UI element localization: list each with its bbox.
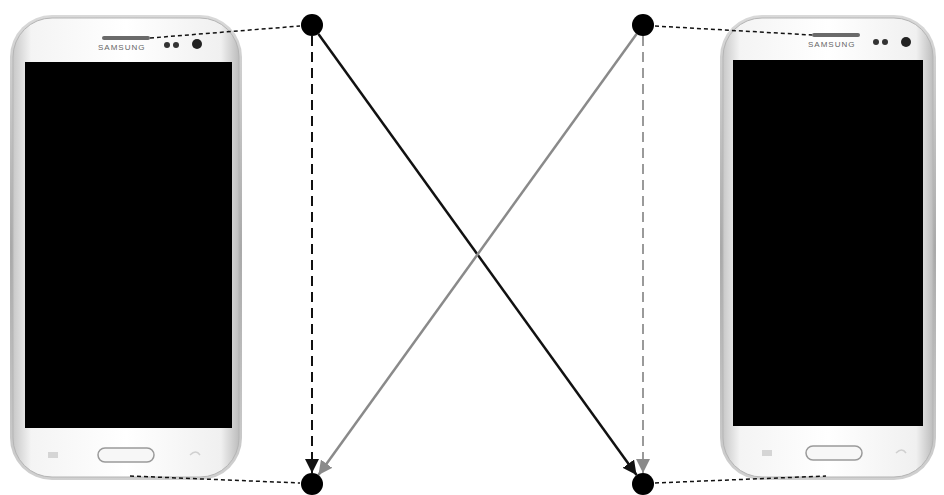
left-phone	[10, 15, 242, 480]
arrow-connector	[642, 36, 644, 473]
right-phone	[720, 15, 936, 480]
endpoint-dot	[301, 14, 323, 36]
endpoint-dot	[301, 473, 323, 495]
arrow-connector	[318, 34, 636, 475]
leader-lines	[130, 26, 826, 483]
endpoint-dot	[632, 473, 654, 495]
endpoint-dot	[632, 14, 654, 36]
arrow-connector	[318, 34, 636, 475]
brand-logo: SAMSUNG	[98, 44, 145, 52]
brand-logo: SAMSUNG	[808, 41, 855, 49]
arrow-connector	[311, 36, 313, 473]
